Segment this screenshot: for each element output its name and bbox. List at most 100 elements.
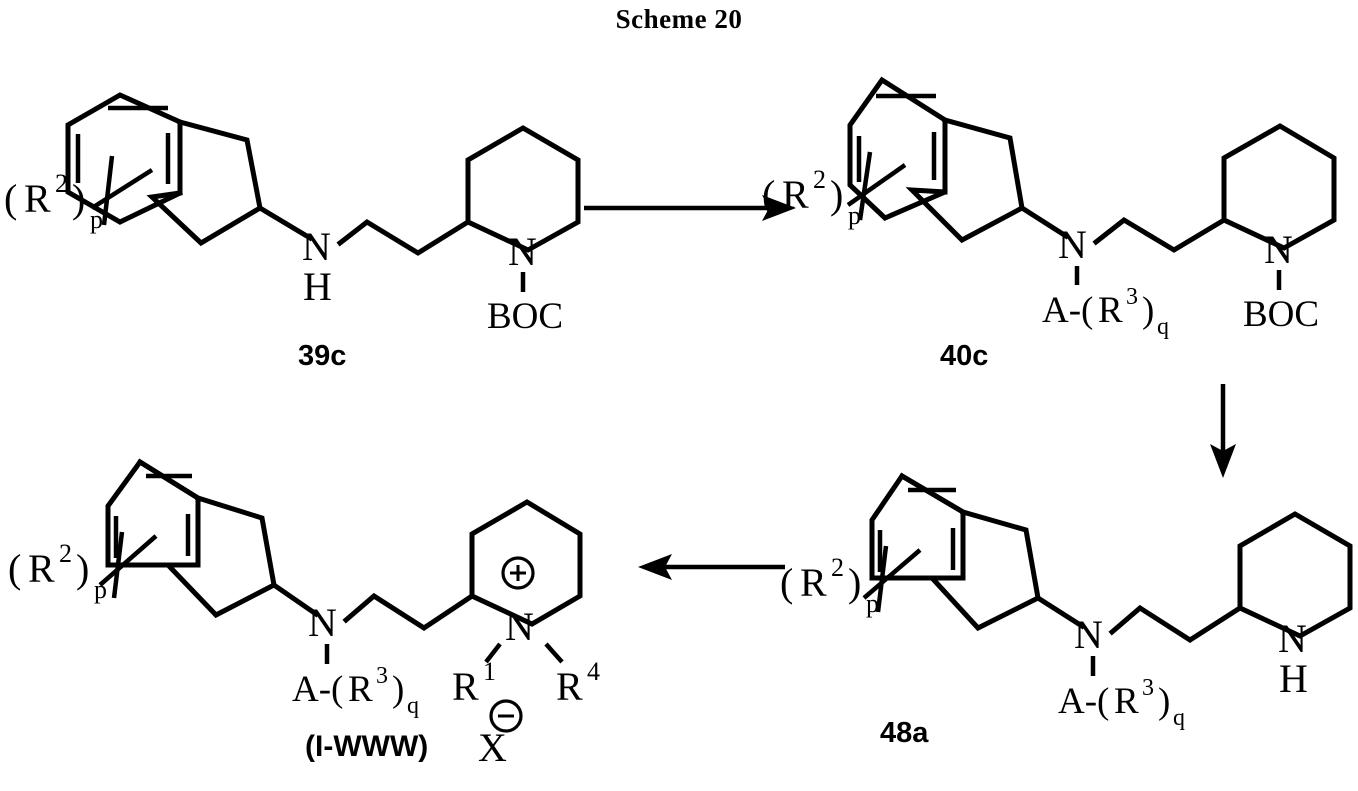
- r2-label-iwww: ( R 2 ) p: [8, 539, 107, 604]
- piperidine-nitrogen-label: N: [1278, 616, 1307, 661]
- q-subscript: q: [407, 693, 419, 719]
- r2-subscript: p: [90, 205, 103, 234]
- r2-label-48a: ( R 2 ) p: [780, 553, 879, 618]
- r1-group-iwww: R 1: [452, 657, 496, 709]
- bond-c2-to-n-39c: [256, 204, 314, 242]
- r2-letter: R: [28, 546, 55, 591]
- piperidine-ring-39c: [464, 125, 581, 253]
- arrow-48a-to-iwww: [638, 554, 785, 580]
- paren-open: (: [780, 560, 793, 605]
- bond-c2-to-n-40c: [1018, 204, 1070, 240]
- page-title: Scheme 20: [615, 4, 743, 34]
- bond-n-r1-iwww: [484, 642, 502, 664]
- paren-open: (: [8, 546, 21, 591]
- arrow-39c-to-40c: [584, 195, 796, 221]
- paren-close: ): [76, 546, 89, 591]
- counterion-iwww: X: [478, 699, 523, 770]
- cyclopentane-ring-40c: [905, 116, 1025, 244]
- positive-charge-iwww: [501, 556, 535, 590]
- compound-label-i-www: (I-WWW): [305, 730, 429, 763]
- r2-superscript: 2: [831, 553, 844, 582]
- amine-nitrogen-40c: N: [1058, 222, 1087, 267]
- arrow-head: [1210, 444, 1236, 478]
- a-prefix: A-(: [1058, 681, 1109, 722]
- bond-c2-to-n-iwww: [270, 581, 320, 618]
- r2-letter: R: [782, 172, 809, 217]
- compound-label-48a: 48a: [880, 717, 929, 749]
- ethylene-linker-iwww: [342, 592, 476, 631]
- structure-48a: ( R 2 ) p N A-( R 3 ) q N H: [780, 472, 1353, 731]
- r3-letter: R: [1114, 681, 1139, 722]
- amine-nh-39c: N H: [302, 224, 332, 309]
- arrow-40c-to-48a: [1210, 384, 1236, 478]
- ethylene-linker-40c: [1092, 216, 1228, 253]
- amine-nitrogen-48a: N: [1074, 612, 1103, 657]
- r4-letter: R: [556, 664, 583, 709]
- hydrogen-atom-label: H: [303, 264, 332, 309]
- boc-group-39c: BOC: [487, 296, 563, 337]
- r2-letter: R: [800, 560, 827, 605]
- paren-close: ): [1158, 681, 1170, 722]
- piperidine-nitrogen-40c: N: [1264, 227, 1293, 272]
- r3-superscript: 3: [1142, 675, 1154, 701]
- r2-subscript: p: [866, 589, 879, 618]
- piperidine-hydrogen-label: H: [1279, 656, 1308, 701]
- arrow-head: [762, 195, 796, 221]
- r2-superscript: 2: [59, 539, 72, 568]
- r2-subscript: p: [848, 201, 861, 230]
- paren-open: (: [4, 176, 17, 221]
- paren-open: (: [762, 172, 775, 217]
- r2-attachment-bond-48a: [862, 545, 922, 613]
- arrow-head: [638, 554, 672, 580]
- r1-superscript: 1: [483, 657, 496, 686]
- paren-close: ): [72, 176, 85, 221]
- a-prefix: A-(: [1042, 290, 1093, 331]
- r4-superscript: 4: [587, 657, 600, 686]
- r3-superscript: 3: [1126, 284, 1138, 310]
- paren-close: ): [1142, 290, 1154, 331]
- r2-attachment-bond-39c: [90, 155, 154, 226]
- r2-attachment-bond-iwww: [98, 531, 158, 599]
- counterion-letter: X: [478, 725, 507, 770]
- structure-i-www: ( R 2 ) p N A-( R 3 ) q N: [8, 458, 600, 770]
- piperidine-ring-40c: [1220, 123, 1337, 251]
- r2-superscript: 2: [813, 165, 826, 194]
- a-r3-q-group-40c: A-( R 3 ) q: [1042, 284, 1169, 340]
- ethylene-linker-48a: [1108, 604, 1244, 643]
- r3-superscript: 3: [376, 663, 388, 689]
- structure-39c: ( R 2 ) p N H N BOC: [4, 92, 581, 337]
- paren-close: ): [848, 560, 861, 605]
- piperidine-nitrogen-39c: N: [508, 229, 537, 274]
- cyclopentane-ring-iwww: [162, 494, 277, 619]
- bond-n-r4-iwww: [544, 642, 564, 664]
- pyridinium-nitrogen-iwww: N: [505, 604, 534, 649]
- r3-letter: R: [348, 669, 373, 710]
- r1-letter: R: [452, 664, 479, 709]
- r2-attachment-bond-40c: [846, 151, 907, 221]
- boc-group-40c: BOC: [1243, 294, 1319, 335]
- nitrogen-atom-label: N: [302, 224, 331, 269]
- pyridinium-ring-iwww: [468, 499, 583, 627]
- r2-letter: R: [24, 176, 51, 221]
- q-subscript: q: [1157, 314, 1169, 340]
- r2-superscript: 2: [55, 169, 68, 198]
- cyclopentane-ring-39c: [146, 118, 263, 247]
- cyclopentane-ring-48a: [926, 508, 1041, 632]
- q-subscript: q: [1173, 705, 1185, 731]
- piperidine-nh-48a: N H: [1278, 616, 1308, 701]
- structure-40c: ( R 2 ) p N A-( R 3 ) q N BOC: [762, 76, 1337, 340]
- a-prefix: A-(: [292, 669, 343, 710]
- bond-c2-to-n-48a: [1034, 594, 1086, 630]
- paren-close: ): [830, 172, 843, 217]
- a-r3-q-group-48a: A-( R 3 ) q: [1058, 675, 1185, 731]
- a-r3-q-group-iwww: A-( R 3 ) q: [292, 663, 419, 719]
- r2-label-40c: ( R 2 ) p: [762, 165, 861, 230]
- r2-subscript: p: [94, 575, 107, 604]
- r2-label-39c: ( R 2 ) p: [4, 169, 103, 234]
- amine-nitrogen-iwww: N: [308, 600, 337, 645]
- r4-group-iwww: R 4: [556, 657, 600, 709]
- paren-close: ): [392, 669, 404, 710]
- piperidine-ring-48a: [1236, 511, 1353, 639]
- compound-label-40c: 40c: [940, 340, 989, 372]
- ethylene-linker-39c: [336, 218, 472, 256]
